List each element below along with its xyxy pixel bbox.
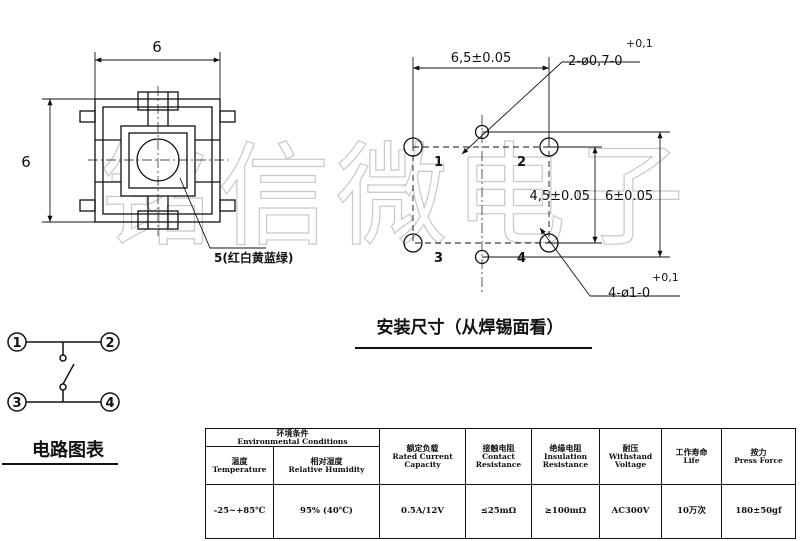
pin-label-1: 1 [434, 155, 443, 170]
pcb-layout-caption: 安装尺寸（从焊锡面看） [377, 317, 564, 338]
pin-label-2: 2 [517, 155, 526, 170]
header-environment: 环境条件 Environmental Conditions [205, 427, 380, 448]
header-temperature: 温度 Temperature [205, 446, 274, 486]
value-life: 10万次 [661, 484, 722, 540]
value-contact-resistance: ≤25mΩ [465, 484, 532, 540]
circuit-caption: 电路图表 [32, 439, 105, 461]
small-hole-label: 2-ø0,7-0 [568, 54, 623, 69]
pitch-x-label: 6,5±0.05 [451, 51, 512, 66]
large-hole-label: 4-ø1-0 [608, 286, 650, 301]
header-contact-resistance: 接触电阻 Contact Resistance [465, 427, 532, 486]
value-withstand-voltage: AC300V [599, 484, 662, 540]
height-dimension-label: 6 [21, 153, 31, 171]
header-rated-current: 额定负载 Rated Current Capacity [379, 427, 466, 486]
color-callout-label: 5(红白黄蓝绿) [214, 250, 293, 265]
value-temperature: -25~+85℃ [205, 484, 274, 540]
pitch-y-inner-label: 4,5±0.05 [529, 189, 590, 204]
circuit-diagram [7, 332, 120, 412]
header-life: 工作寿命 Life [661, 427, 722, 486]
watermark-text: 铭信微电子 [100, 132, 690, 262]
top-view-drawing [42, 52, 266, 249]
small-hole-tolerance: +0,1 [626, 37, 653, 50]
circuit-pin-2: 2 [105, 336, 114, 351]
circuit-pin-1: 1 [12, 336, 21, 351]
circuit-pin-3: 3 [12, 396, 21, 411]
pin-label-4: 4 [517, 251, 526, 266]
pitch-y-outer-label: 6±0.05 [605, 189, 653, 204]
pin-label-3: 3 [434, 251, 443, 266]
value-humidity: 95% (40℃) [273, 484, 380, 540]
header-humidity: 相对湿度 Relative Humidity [273, 446, 380, 486]
circuit-pin-4: 4 [105, 396, 114, 411]
value-rated-current: 0.5A/12V [379, 484, 466, 540]
value-press-force: 180±50gf [721, 484, 796, 540]
value-insulation-resistance: ≥100mΩ [531, 484, 600, 540]
spec-table: 环境条件 Environmental Conditions 额定负载 Rated… [205, 427, 796, 540]
pcb-layout-drawing [403, 57, 680, 297]
large-hole-tolerance: +0,1 [652, 271, 679, 284]
header-press-force: 按力 Press Force [721, 427, 796, 486]
header-withstand-voltage: 耐压 Withstand Voltage [599, 427, 662, 486]
header-insulation-resistance: 绝缘电阻 Insulation Resistance [531, 427, 600, 486]
width-dimension-label: 6 [152, 38, 162, 56]
